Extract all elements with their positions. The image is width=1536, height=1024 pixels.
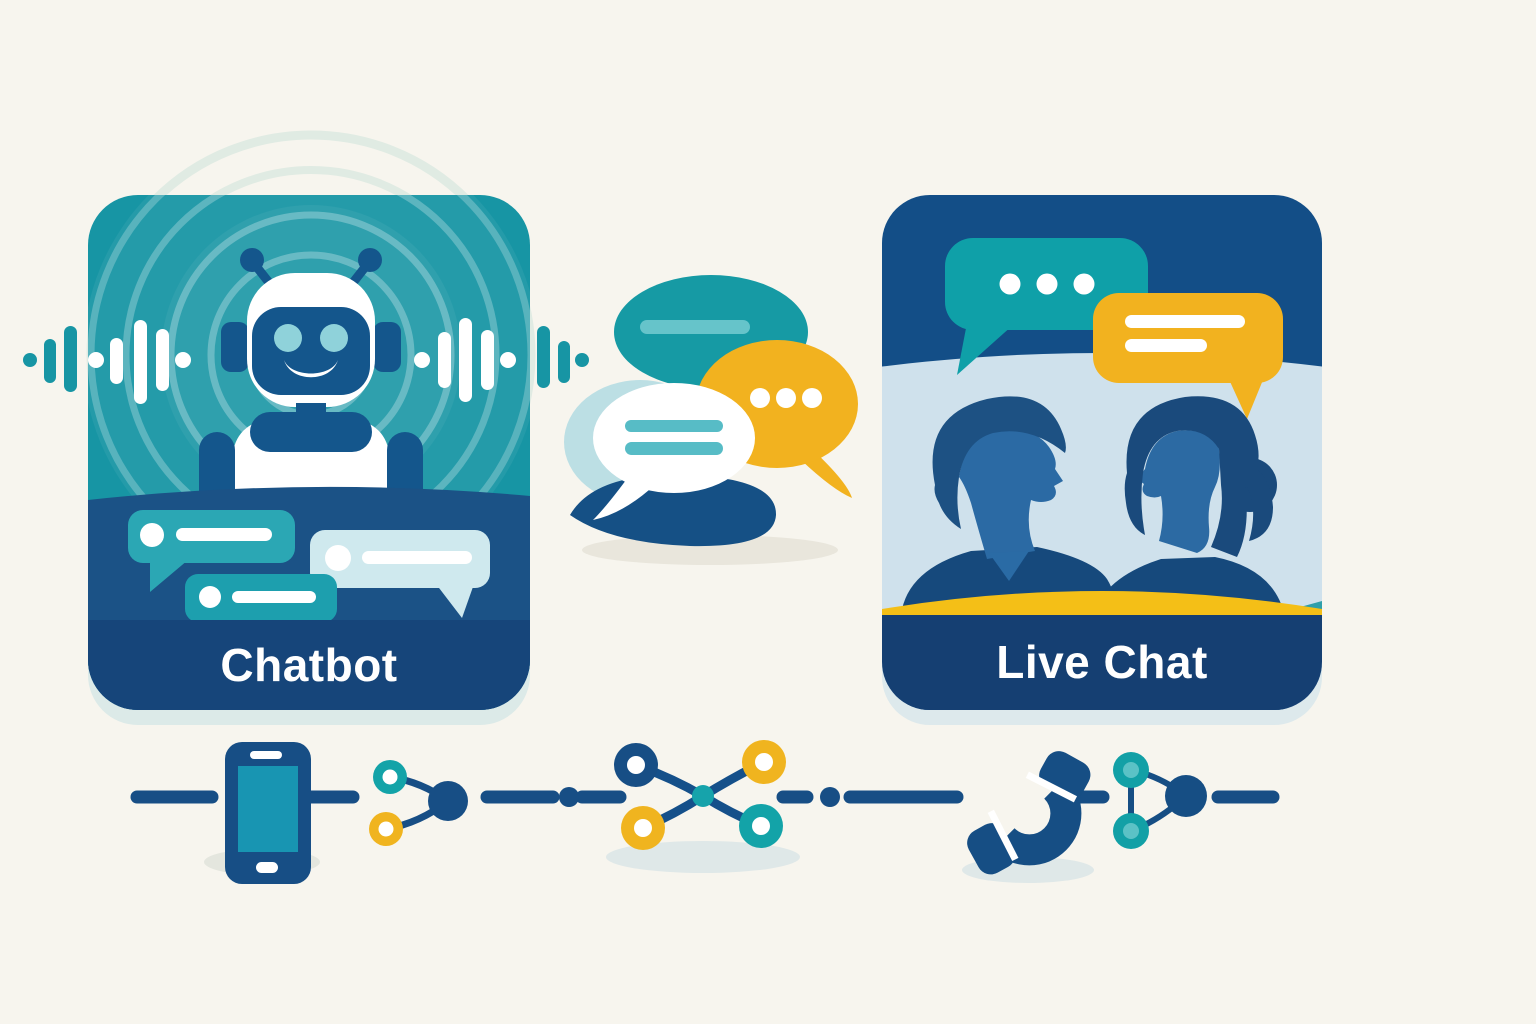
chatbot-card — [23, 130, 589, 725]
speech-bubble-cluster-icon — [564, 275, 858, 565]
chat-bubble-icon — [128, 510, 295, 592]
chat-bubble-icon — [185, 574, 337, 622]
connector-dot — [820, 787, 840, 807]
chat-bubble-icon — [310, 530, 490, 618]
smartphone-icon — [204, 742, 320, 884]
share-nodes-icon — [369, 760, 468, 846]
white-bubble — [593, 383, 755, 520]
live-chat-label-band — [882, 615, 1322, 710]
connector-row — [130, 740, 1280, 884]
live-chat-label: Live Chat — [996, 636, 1208, 688]
message-bubble-icon — [1093, 293, 1283, 419]
share-nodes-icon — [1113, 752, 1207, 849]
chatbot-label: Chatbot — [220, 639, 398, 691]
live-chat-card — [882, 195, 1322, 725]
robot-eye — [320, 324, 348, 352]
phone-handset-icon — [962, 751, 1094, 883]
chatbot-label-band — [88, 620, 530, 710]
audio-waveform-icon — [23, 326, 589, 392]
robot-eye — [274, 324, 302, 352]
cluster-shadow — [582, 535, 838, 565]
connector-dot — [559, 787, 579, 807]
desk — [882, 591, 1322, 618]
robot-collar — [250, 412, 372, 452]
robot-smile — [284, 360, 338, 378]
robot-face-plate — [252, 307, 370, 395]
audio-waveform-icon — [88, 318, 516, 404]
network-crossing-icon — [606, 740, 800, 873]
